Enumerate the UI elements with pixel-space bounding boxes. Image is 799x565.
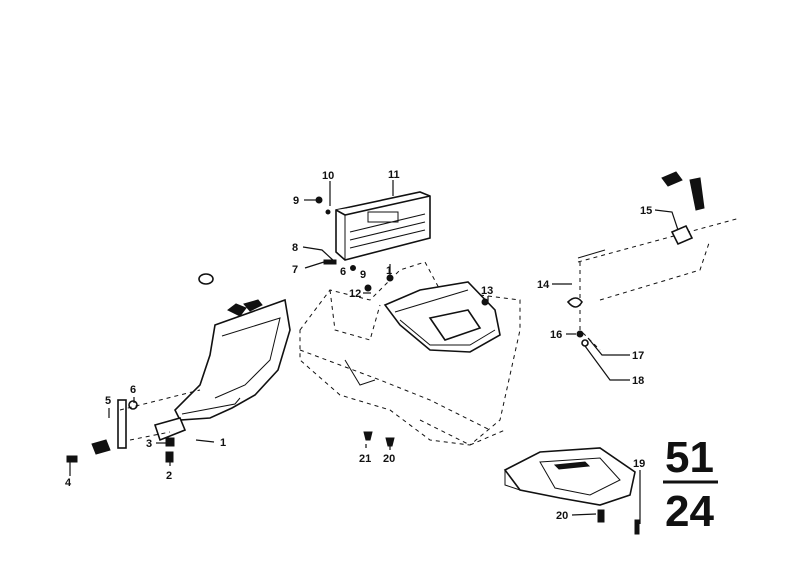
floor-tunnel — [299, 261, 521, 446]
callout-7: 7 — [292, 264, 298, 276]
callout-2: 2 — [166, 470, 172, 482]
callout-9-upper: 9 — [293, 195, 299, 207]
callout-1-center: 1 — [386, 265, 392, 277]
callout-labels: 1 2 3 4 5 6 7 8 6 9 9 10 11 12 1 13 14 1… — [65, 169, 652, 522]
left-bracket — [66, 399, 187, 463]
callout-1: 1 — [220, 437, 226, 449]
group-number-bottom: 24 — [665, 487, 714, 536]
callout-18: 18 — [632, 375, 644, 387]
callout-11: 11 — [388, 169, 400, 181]
shift-linkage — [566, 171, 741, 351]
group-number: 51 24 — [663, 433, 718, 536]
callout-14: 14 — [537, 279, 550, 291]
callout-3: 3 — [146, 438, 152, 450]
callout-20-right: 20 — [556, 510, 568, 522]
callout-16: 16 — [550, 329, 562, 341]
center-console — [383, 281, 501, 353]
kick-panel — [174, 273, 291, 421]
group-number-top: 51 — [665, 433, 714, 482]
radio-tray — [335, 191, 431, 261]
callout-19: 19 — [633, 458, 645, 470]
callout-17: 17 — [632, 350, 644, 362]
callout-9-lower: 9 — [360, 269, 366, 281]
callout-12: 12 — [349, 288, 361, 300]
callout-8: 8 — [292, 242, 298, 254]
callout-21: 21 — [359, 453, 371, 465]
callout-10: 10 — [322, 170, 334, 182]
callout-6: 6 — [130, 384, 136, 396]
leader-lines — [69, 180, 679, 524]
callout-20-center: 20 — [383, 453, 395, 465]
callout-6-upper: 6 — [340, 266, 346, 278]
callout-4: 4 — [65, 477, 72, 489]
callout-13: 13 — [481, 285, 493, 297]
shift-cover — [503, 447, 640, 535]
callout-15: 15 — [640, 205, 652, 217]
callout-5: 5 — [105, 395, 111, 407]
